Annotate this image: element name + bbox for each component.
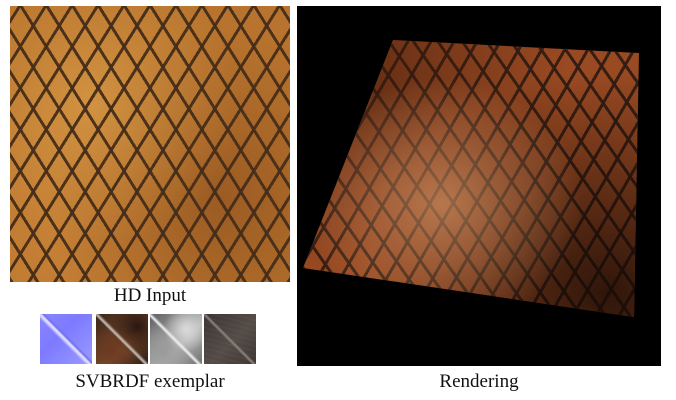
hd-input-image xyxy=(10,6,290,282)
svbrdf-diffuse-map xyxy=(96,314,148,364)
hd-input-caption: HD Input xyxy=(113,285,187,306)
svbrdf-specular-map xyxy=(150,314,202,364)
rendering-caption: Rendering xyxy=(439,371,519,392)
svbrdf-roughness-map xyxy=(204,314,256,364)
svbrdf-caption: SVBRDF exemplar xyxy=(75,371,225,392)
svbrdf-normal-map xyxy=(40,314,92,364)
